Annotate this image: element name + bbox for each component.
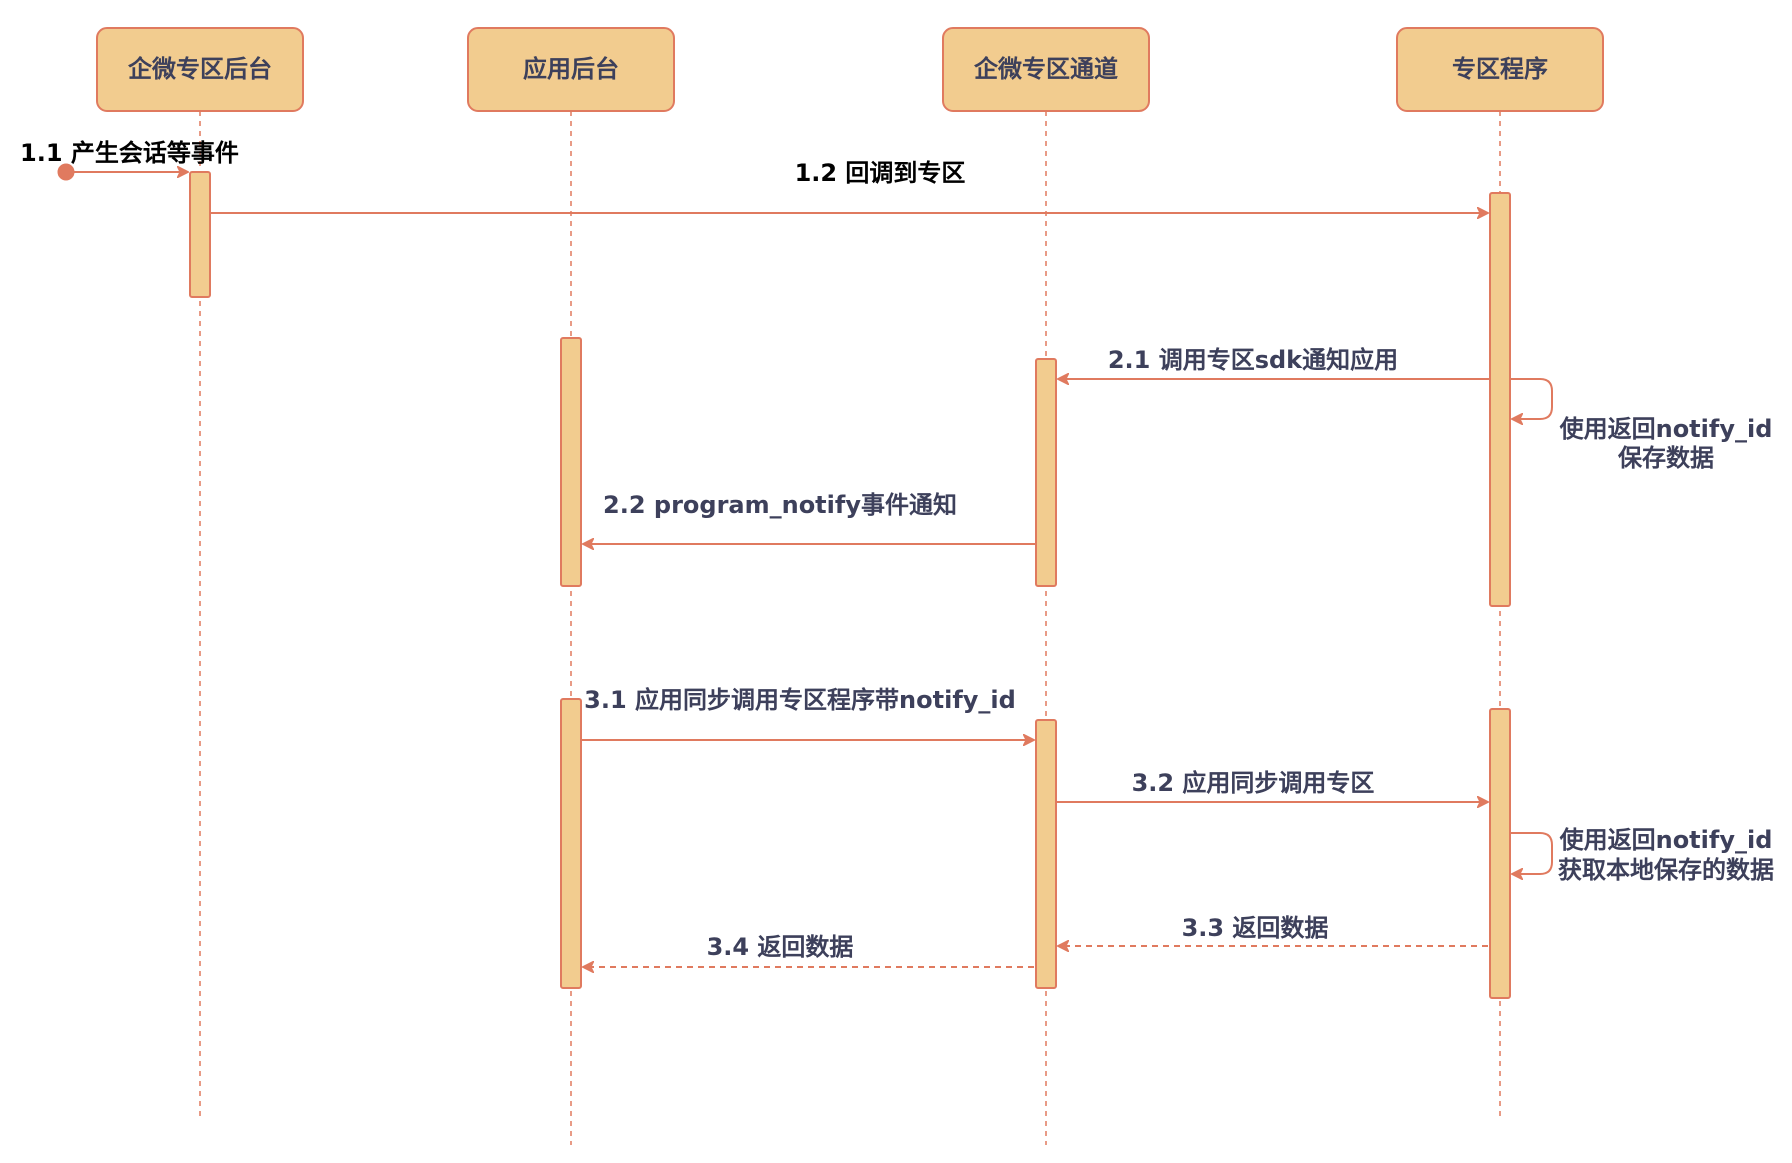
label-2-2: 2.2 program_notify事件通知 — [603, 491, 957, 519]
activation-program-2 — [1489, 708, 1511, 999]
self-arrow-2 — [1510, 832, 1553, 874]
activation-program-1 — [1489, 192, 1511, 607]
activation-admin — [189, 171, 211, 298]
actor-channel: 企微专区通道 — [942, 27, 1150, 112]
label-3-4: 3.4 返回数据 — [707, 933, 854, 961]
activation-app-1 — [560, 337, 582, 587]
activation-channel-1 — [1035, 358, 1057, 587]
label-3-2: 3.2 应用同步调用专区 — [1132, 769, 1375, 797]
actor-program: 专区程序 — [1396, 27, 1604, 112]
self-arrow-1 — [1510, 378, 1553, 419]
note-1-line1: 使用返回notify_id — [1559, 415, 1773, 443]
label-3-3: 3.3 返回数据 — [1182, 914, 1329, 942]
note-1-line2: 保存数据 — [1617, 444, 1714, 472]
label-1-2: 1.2 回调到专区 — [795, 159, 966, 187]
label-2-1: 2.1 调用专区sdk通知应用 — [1108, 346, 1398, 374]
label-1-1: 1.1 产生会话等事件 — [20, 139, 239, 167]
actor-app: 应用后台 — [467, 27, 675, 112]
activation-channel-2 — [1035, 719, 1057, 989]
label-3-1: 3.1 应用同步调用专区程序带notify_id — [584, 686, 1016, 714]
activation-app-2 — [560, 698, 582, 989]
actor-program-label: 专区程序 — [1452, 55, 1548, 83]
note-2-line2: 获取本地保存的数据 — [1558, 856, 1774, 884]
actor-admin-label: 企微专区后台 — [128, 55, 272, 83]
actor-channel-label: 企微专区通道 — [974, 55, 1118, 83]
note-2-line1: 使用返回notify_id — [1559, 826, 1773, 854]
actor-app-label: 应用后台 — [523, 55, 619, 83]
actor-admin: 企微专区后台 — [96, 27, 304, 112]
